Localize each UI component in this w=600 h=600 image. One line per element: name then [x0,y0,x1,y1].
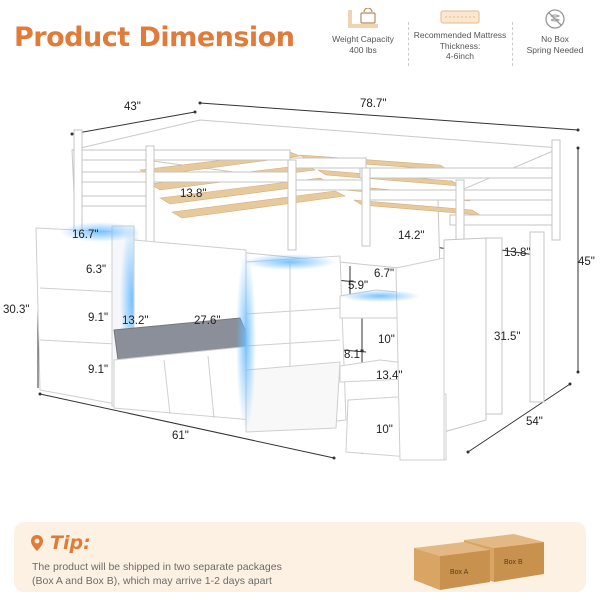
spec-mattress-label: Recommended Mattress Thickness: [413,30,507,51]
tip-line-2: (Box A and Box B), which may arrive 1-2 … [32,575,272,588]
dim-cabinet-height: 30.3" [3,304,30,316]
led-glow [244,254,336,270]
dim-bed-length: 78.7" [360,98,387,110]
dim-cubby-height: 6.7" [374,268,395,280]
dim-cabinet-length: 61" [172,430,189,442]
dim-slat-gap: 14.2" [398,230,425,242]
location-pin-icon [31,535,43,551]
dim-bed-depth: 43" [124,101,141,113]
cubby-cabinet [245,255,347,433]
spec-no-box-value: Spring Needed [526,44,584,55]
led-glow [236,250,256,430]
spec-no-box-label: No Box [541,34,569,44]
dim-underbed-height: 31.5" [494,331,521,343]
spec-weight-capacity: Weight Capacity 400 lbs [318,8,408,55]
led-glow [340,290,420,302]
dim-step-spacing-2: 10" [376,424,393,436]
guardrails [73,129,561,251]
spec-mattress-value: 4-6inch [446,51,474,62]
reading-nook [113,239,253,421]
dim-shelf-bottom: 9.1" [88,364,109,376]
spec-no-box-spring: No Box Spring Needed [514,8,596,55]
spec-weight-value: 400 lbs [349,44,377,55]
led-glow [60,222,140,242]
dim-cubby-width: 5.9" [348,280,369,292]
box-a-icon: Box A [414,542,490,590]
loft-bed-illustration [35,101,580,461]
box-b-label: Box B [504,559,523,566]
dim-ladder-gap: 13.8" [504,247,531,259]
no-box-spring-icon [545,9,565,29]
dim-step-spacing-1: 10" [378,334,395,346]
tip-text: The product will be shipped in two separ… [32,560,392,588]
dim-step-width: 13.4" [376,370,403,382]
dimension-arrows [38,101,580,460]
tip-title: Tip: [50,532,91,554]
spec-divider [408,22,409,66]
tip-panel: Tip: The product will be shipped in two … [14,522,586,592]
page-title: Product Dimension [14,22,295,53]
dim-ladder-depth: 54" [526,416,543,428]
shipping-boxes-illustration: Box B Box A [414,534,544,590]
spec-weight-label: Weight Capacity [332,34,394,44]
dim-shelf-top: 6.3" [86,264,107,276]
dim-seat-width: 27.6" [194,315,221,327]
tip-header: Tip: [30,532,91,554]
spec-divider [512,22,513,66]
dim-seat-depth: 13.2" [122,315,149,327]
dim-rail-height: 13.8" [180,188,207,200]
dim-total-height: 45" [578,256,595,268]
dim-shelf-mid: 9.1" [88,312,109,324]
tip-line-1: The product will be shipped in two separ… [32,561,282,573]
dim-step-depth: 8.1" [344,349,365,361]
ladder-frame [443,231,545,433]
mattress-icon [440,10,480,24]
spec-mattress-thickness: Recommended Mattress Thickness: 4-6inch [412,8,508,62]
dim-shelf-width: 16.7" [72,229,99,241]
box-a-label: Box A [450,569,469,576]
weight-icon [348,8,378,28]
